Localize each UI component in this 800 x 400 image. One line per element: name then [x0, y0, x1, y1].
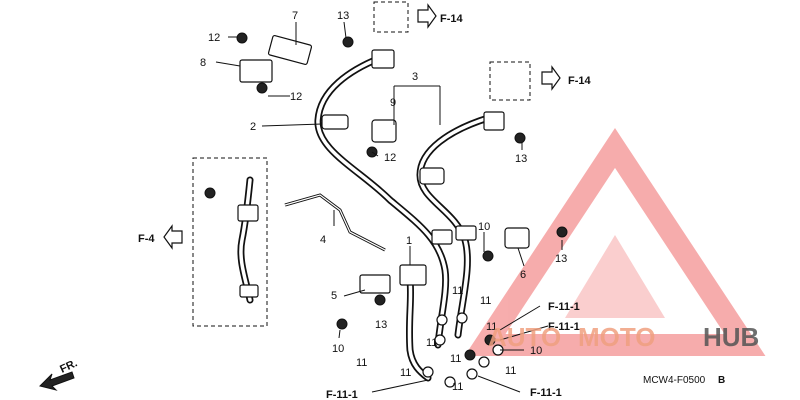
ref-f111-a: F-11-1 [548, 301, 580, 313]
callout-11-g: 11 [486, 321, 497, 333]
callout-11-h: 11 [505, 365, 516, 377]
svg-text:MOTO: MOTO [578, 322, 656, 352]
ref-f14-top: F-14 [440, 13, 464, 25]
f4-detail-box [192, 157, 268, 327]
fittings [237, 35, 530, 298]
bolts [204, 32, 568, 361]
f14-right-box [489, 61, 531, 101]
ref-f4: F-4 [138, 233, 155, 245]
ref-f14-right: F-14 [568, 75, 592, 87]
hose-3 [416, 114, 492, 339]
callout-6: 6 [520, 269, 526, 281]
hose-f4-box [237, 176, 254, 304]
callout-13-b: 13 [515, 153, 527, 165]
callout-11-c: 11 [356, 357, 367, 369]
callout-13-a: 13 [337, 10, 349, 22]
f4-arrow [163, 224, 183, 250]
f14-top-arrow [417, 3, 437, 29]
callout-11-e: 11 [400, 367, 411, 379]
ref-f111-b: F-11-1 [548, 321, 580, 333]
ref-f111-c: F-11-1 [326, 389, 358, 400]
callout-13-d: 13 [375, 319, 387, 331]
callout-12-c: 12 [384, 152, 396, 164]
callout-13-c: 13 [555, 253, 567, 265]
callout-5: 5 [331, 290, 337, 302]
callout-4: 4 [320, 234, 326, 246]
diagram-code-suffix: B [718, 375, 725, 386]
hose-1 [405, 276, 432, 382]
watermark-logo [464, 128, 766, 356]
washers [422, 312, 504, 388]
diagram-code: MCW4-F0500 [643, 375, 706, 386]
callout-11-d: 11 [426, 337, 437, 349]
hose-2 [314, 54, 450, 349]
watermark-brand: AUTO MOTO HUB [488, 322, 759, 352]
callout-10-b: 10 [332, 343, 344, 355]
brake-pipe-4 [284, 193, 386, 252]
callout-11-i: 11 [452, 381, 463, 393]
leader-lines [215, 21, 563, 393]
callout-10-a: 10 [478, 221, 490, 233]
callout-9: 9 [390, 97, 396, 109]
callout-12-a: 12 [208, 32, 220, 44]
callout-11-b: 11 [480, 295, 491, 307]
callout-1: 1 [406, 235, 412, 247]
f14-right-arrow [541, 65, 561, 91]
svg-text:HUB: HUB [703, 322, 759, 352]
callout-3: 3 [412, 71, 418, 83]
front-label: FR. [58, 357, 79, 375]
callout-11-a: 11 [452, 285, 463, 297]
callout-10-c: 10 [530, 345, 542, 357]
front-arrow [39, 371, 75, 391]
f14-top-box [373, 1, 409, 33]
callout-7: 7 [292, 10, 298, 22]
callout-11-f: 11 [450, 353, 461, 365]
callout-12-b: 12 [290, 91, 302, 103]
callout-8: 8 [200, 57, 206, 69]
callout-2: 2 [250, 121, 256, 133]
svg-text:AUTO: AUTO [488, 322, 561, 352]
ref-f111-d: F-11-1 [530, 387, 562, 399]
